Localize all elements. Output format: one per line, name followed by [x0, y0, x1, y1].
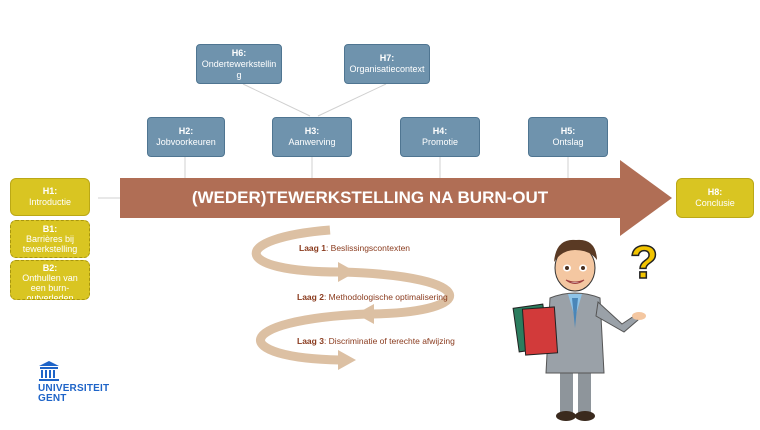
- node-h8-id: H8:: [707, 187, 723, 197]
- node-h7-label: Organisatiecontext: [349, 64, 425, 74]
- layer-3-prefix: Laag 3: [297, 336, 324, 346]
- node-h6[interactable]: H6: Ondertewerkstelling: [196, 44, 282, 84]
- node-h1[interactable]: H1: Introductie: [10, 178, 90, 216]
- node-h3[interactable]: H3: Aanwerving: [272, 117, 352, 157]
- spiral-loop-3: [255, 309, 367, 365]
- node-h8-label: Conclusie: [695, 198, 735, 208]
- node-h7-id: H7:: [379, 53, 395, 63]
- node-b2[interactable]: B2: Onthullen van een burn-outverleden: [10, 260, 90, 300]
- university-logo: UNIVERSITEIT GENT: [38, 360, 110, 404]
- node-h2[interactable]: H2: Jobvoorkeuren: [147, 117, 225, 157]
- spiral-loop-2: [341, 267, 455, 319]
- layer-1-text: : Beslissingscontexten: [325, 243, 411, 253]
- node-b1[interactable]: B1: Barrières bij tewerkstelling: [10, 220, 90, 258]
- node-h2-label: Jobvoorkeuren: [156, 137, 216, 147]
- spiral-loop-1: [251, 225, 341, 277]
- university-logo-line1: UNIVERSITEIT: [38, 383, 110, 394]
- layer-2-prefix: Laag 2: [297, 292, 324, 302]
- svg-text:?: ?: [630, 236, 658, 288]
- node-h5[interactable]: H5: Ontslag: [528, 117, 608, 157]
- node-h3-id: H3:: [304, 126, 320, 136]
- diagram-title: (WEDER)TEWERKSTELLING NA BURN-OUT: [191, 188, 549, 207]
- spiral-arrows: [251, 225, 455, 370]
- university-logo-line2: GENT: [38, 393, 67, 404]
- university-building-icon: [39, 361, 59, 381]
- books-icon: [512, 303, 559, 356]
- layer-3-text: : Discriminatie of terechte afwijzing: [323, 336, 455, 346]
- node-h5-label: Ontslag: [552, 137, 584, 147]
- node-h4[interactable]: H4: Promotie: [400, 117, 480, 157]
- node-h7[interactable]: H7: Organisatiecontext: [344, 44, 430, 84]
- node-h3-label: Aanwerving: [288, 137, 336, 147]
- spiral-arrowhead-3: [338, 350, 356, 370]
- question-mark-icon: ?: [629, 235, 659, 289]
- node-h4-label: Promotie: [421, 137, 458, 147]
- layer-3-label: Laag 3: Discriminatie of terechte afwijz…: [297, 336, 455, 346]
- main-arrow: [120, 160, 672, 236]
- node-h6-label: Ondertewerkstelling: [201, 58, 277, 80]
- node-b1-id: B1:: [42, 224, 58, 234]
- node-h2-id: H2:: [178, 126, 194, 136]
- node-b2-id: B2:: [42, 263, 58, 273]
- layer-2-text: : Methodologische optimalisering: [323, 292, 448, 302]
- connector-lines: [98, 83, 569, 199]
- node-h4-id: H4:: [432, 126, 448, 136]
- node-b1-label: Barrières bij tewerkstelling: [22, 234, 78, 254]
- node-b2-label: Onthullen van een burn-outverleden: [22, 273, 78, 300]
- node-h8[interactable]: H8: Conclusie: [676, 178, 754, 218]
- connector-h6-h3: [242, 83, 311, 117]
- layer-2-label: Laag 2: Methodologische optimalisering: [297, 292, 448, 302]
- person-illustration: ?: [512, 235, 659, 421]
- connector-h7-h3: [317, 83, 387, 117]
- layer-1-label: Laag 1: Beslissingscontexten: [299, 243, 410, 253]
- node-h5-id: H5:: [560, 126, 576, 136]
- node-h6-id: H6:: [231, 47, 247, 58]
- node-h1-id: H1:: [42, 186, 58, 196]
- layer-1-prefix: Laag 1: [299, 243, 326, 253]
- node-h1-label: Introductie: [28, 197, 72, 207]
